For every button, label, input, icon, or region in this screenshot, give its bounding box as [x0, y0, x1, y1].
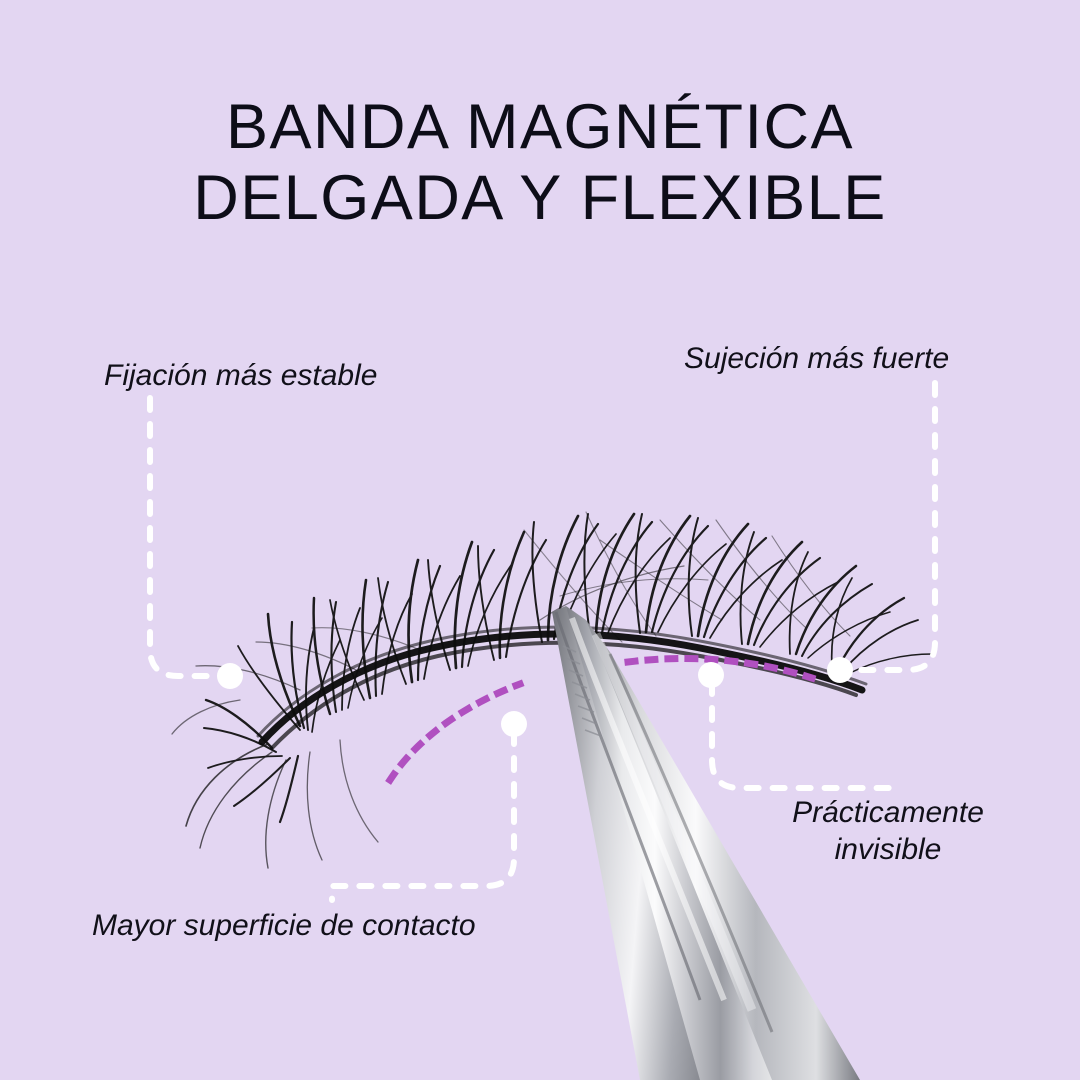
- callout-label-mayor: Mayor superficie de contacto: [92, 909, 476, 942]
- callout-label-practicamente: Prácticamente invisible: [792, 796, 984, 866]
- tweezers: [552, 606, 860, 1080]
- callout-label-sujecion: Sujeción más fuerte: [684, 342, 950, 375]
- page-title: BANDA MAGNÉTICA DELGADA Y FLEXIBLE: [193, 92, 887, 233]
- callout-label-fijacion: Fijación más estable: [104, 359, 378, 392]
- lash-fibers-right: [523, 511, 933, 674]
